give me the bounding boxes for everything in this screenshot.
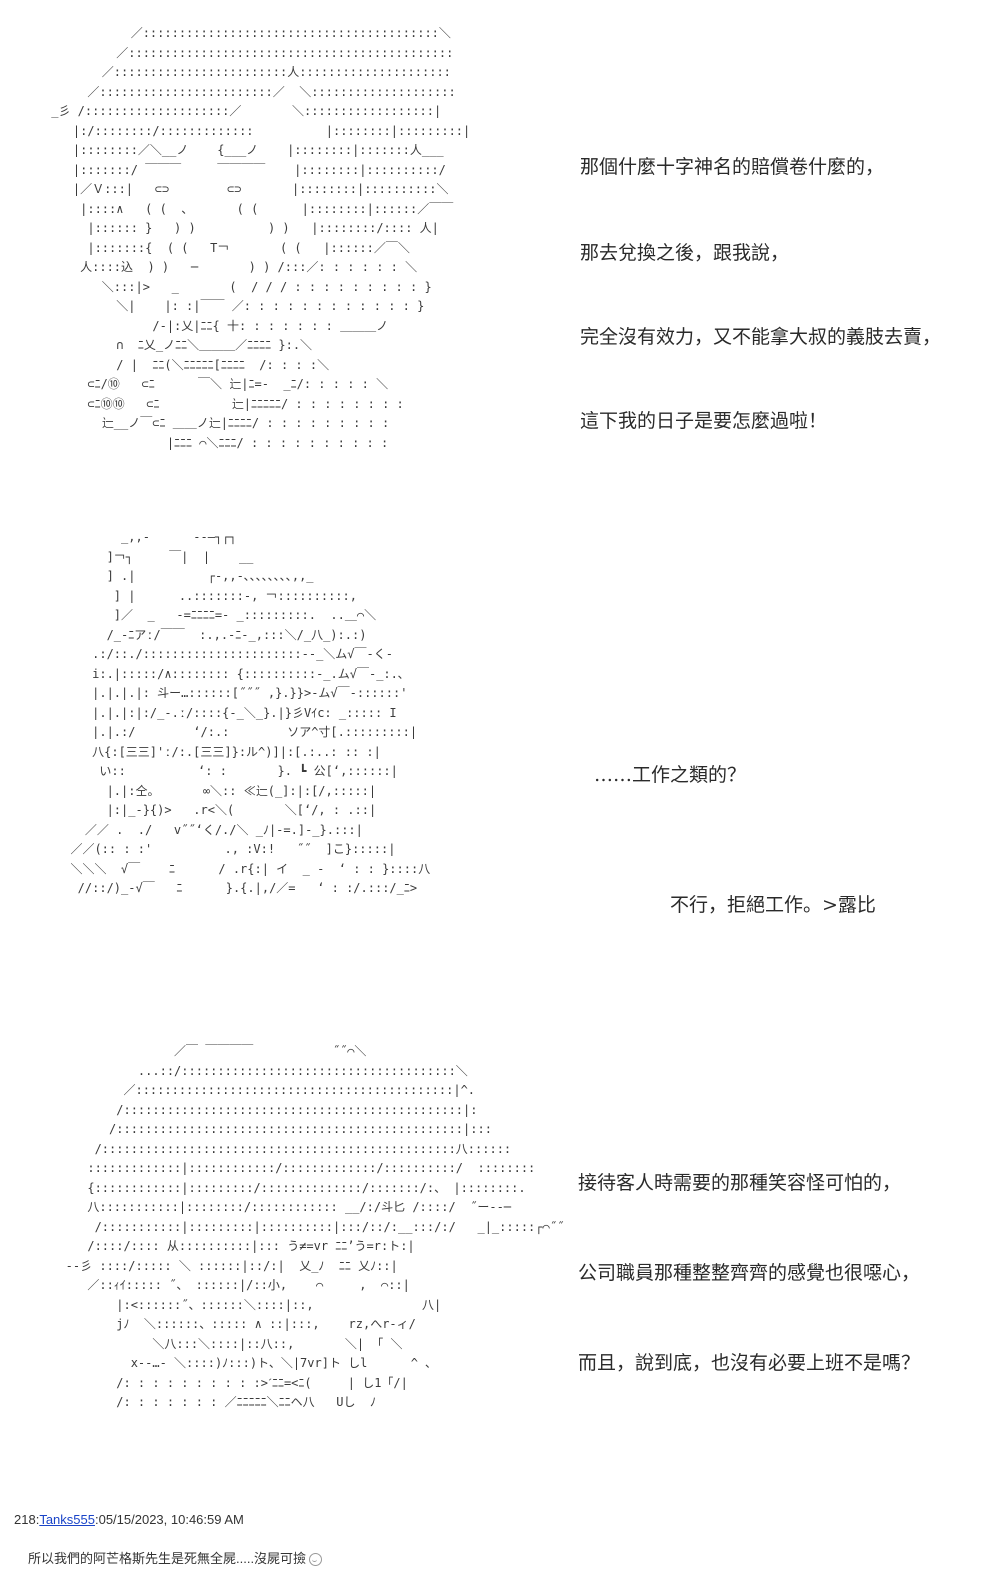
panel-3-line-3: 而且，說到底，也沒有必要上班不是嗎？ [578, 1352, 921, 1374]
panel-3-line-1: 接待客人時需要的那種笑容怪可怕的， [578, 1172, 902, 1194]
ascii-art-panel-1: ／:::::::::::::::::::::::::::::::::::::::… [51, 26, 471, 450]
panel-1-line-1: 那個什麼十字神名的賠償卷什麼的， [580, 156, 885, 178]
ascii-art-panel-2: _,,- -‐―┐┌┐ ]￢┐ ￣| | __ ] .| ┌-,,-､､､､､､… [70, 530, 431, 895]
post-header: 218:Tanks555:05/15/2023, 10:46:59 AM [14, 1512, 244, 1527]
smile-emoji-icon [309, 1553, 323, 1567]
post-number: 218 [14, 1512, 36, 1527]
panel-2-line-2: 不行，拒絕工作。>露比 [670, 894, 876, 916]
post-comment: 所以我們的阿芒格斯先生是死無全屍.....沒屍可撿 [28, 1548, 323, 1567]
panel-2-line-1: ……工作之類的？ [594, 764, 747, 786]
panel-3-line-2: 公司職員那種整整齊齊的感覺也很噁心， [578, 1262, 921, 1284]
comment-text: 所以我們的阿芒格斯先生是死無全屍.....沒屍可撿 [28, 1551, 307, 1566]
panel-1-line-3: 完全沒有效力，又不能拿大叔的義肢去賣， [580, 326, 942, 348]
username-link[interactable]: Tanks555 [39, 1512, 95, 1527]
panel-1-line-2: 那去兌換之後，跟我說， [580, 242, 790, 264]
ascii-art-panel-3: ／￣ ￣￣￣￣ ˝˝⌒＼ ...::/:::::::::::::::::::::… [65, 1044, 565, 1409]
panel-1-line-4: 這下我的日子是要怎麼過啦！ [580, 410, 828, 432]
post-timestamp: :05/15/2023, 10:46:59 AM [94, 1512, 244, 1527]
